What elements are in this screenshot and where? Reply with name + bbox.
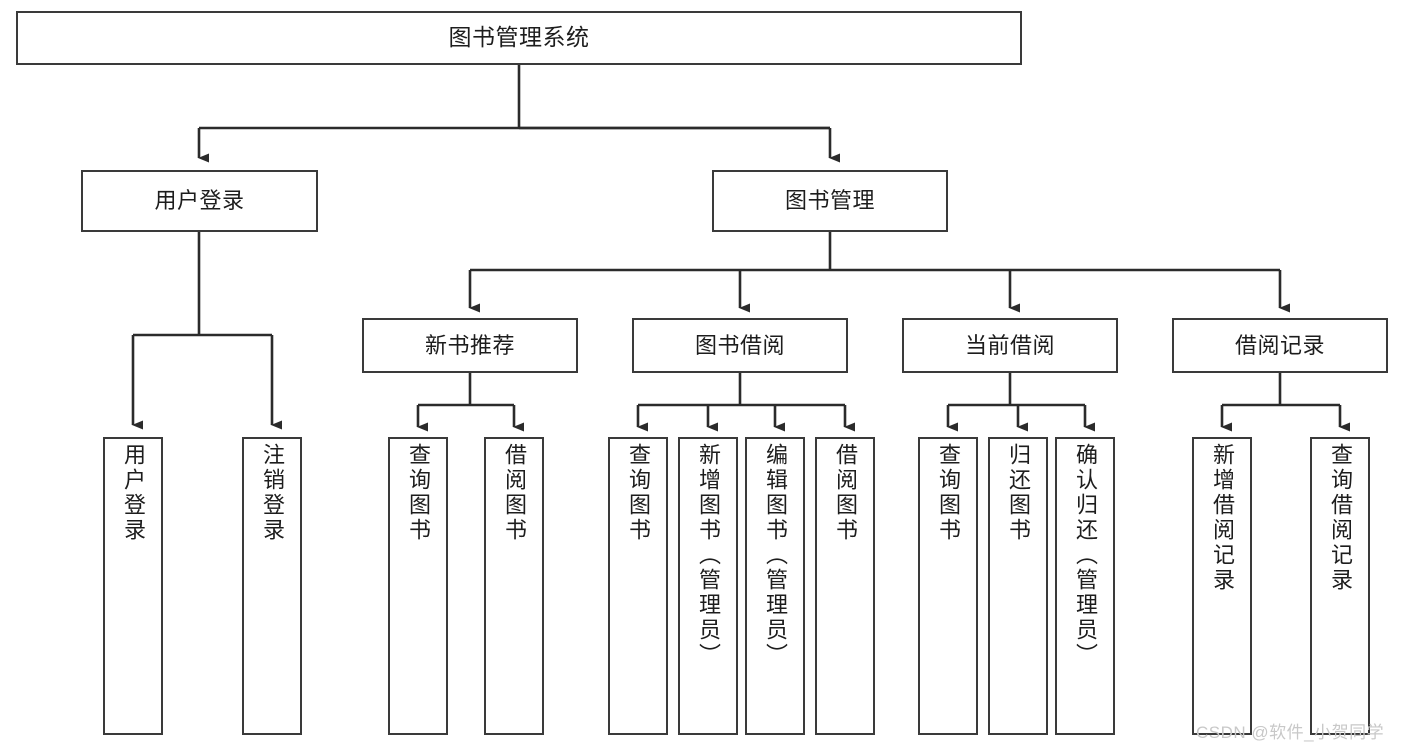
leaf-user-login-label: 用户登录 <box>121 443 146 543</box>
node-book-management-label: 图书管理 <box>784 188 875 214</box>
leaf-query-book-1[interactable]: 查询图书 <box>388 437 448 735</box>
leaf-query-book-3[interactable]: 查询图书 <box>918 437 978 735</box>
node-current-borrow[interactable]: 当前借阅 <box>902 318 1118 373</box>
leaf-logout-login-label: 注销登录 <box>260 443 285 543</box>
node-new-book-recommend[interactable]: 新书推荐 <box>362 318 578 373</box>
leaf-borrow-book-2[interactable]: 借阅图书 <box>815 437 875 735</box>
leaf-query-book-2[interactable]: 查询图书 <box>608 437 668 735</box>
node-book-management[interactable]: 图书管理 <box>712 170 948 232</box>
node-root[interactable]: 图书管理系统 <box>16 11 1022 65</box>
leaf-add-record[interactable]: 新增借阅记录 <box>1192 437 1252 735</box>
leaf-return-book-label: 归还图书 <box>1006 443 1031 543</box>
leaf-return-book[interactable]: 归还图书 <box>988 437 1048 735</box>
leaf-query-book-3-label: 查询图书 <box>936 443 961 543</box>
leaf-borrow-book-1-label: 借阅图书 <box>502 443 527 543</box>
leaf-user-login[interactable]: 用户登录 <box>103 437 163 735</box>
node-book-borrow[interactable]: 图书借阅 <box>632 318 848 373</box>
leaf-confirm-return[interactable]: 确认归还（管理员） <box>1055 437 1115 735</box>
leaf-confirm-return-label: 确认归还（管理员） <box>1073 443 1098 668</box>
node-root-label: 图书管理系统 <box>448 24 590 51</box>
node-borrow-record-label: 借阅记录 <box>1234 332 1325 358</box>
leaf-add-book-label: 新增图书（管理员） <box>696 443 721 668</box>
node-current-borrow-label: 当前借阅 <box>964 332 1055 358</box>
leaf-edit-book[interactable]: 编辑图书（管理员） <box>745 437 805 735</box>
leaf-logout-login[interactable]: 注销登录 <box>242 437 302 735</box>
node-user-login-label: 用户登录 <box>154 188 245 214</box>
leaf-add-record-label: 新增借阅记录 <box>1210 443 1235 593</box>
watermark: CSDN @软件_小贺同学 <box>1196 723 1385 742</box>
node-book-borrow-label: 图书借阅 <box>694 332 785 358</box>
leaf-query-record-label: 查询借阅记录 <box>1328 443 1353 593</box>
leaf-borrow-book-1[interactable]: 借阅图书 <box>484 437 544 735</box>
leaf-add-book[interactable]: 新增图书（管理员） <box>678 437 738 735</box>
leaf-borrow-book-2-label: 借阅图书 <box>833 443 858 543</box>
leaf-query-book-1-label: 查询图书 <box>406 443 431 543</box>
leaf-query-book-2-label: 查询图书 <box>626 443 651 543</box>
node-new-book-recommend-label: 新书推荐 <box>424 332 515 358</box>
leaf-query-record[interactable]: 查询借阅记录 <box>1310 437 1370 735</box>
node-borrow-record[interactable]: 借阅记录 <box>1172 318 1388 373</box>
leaf-edit-book-label: 编辑图书（管理员） <box>763 443 788 668</box>
node-user-login[interactable]: 用户登录 <box>81 170 318 232</box>
